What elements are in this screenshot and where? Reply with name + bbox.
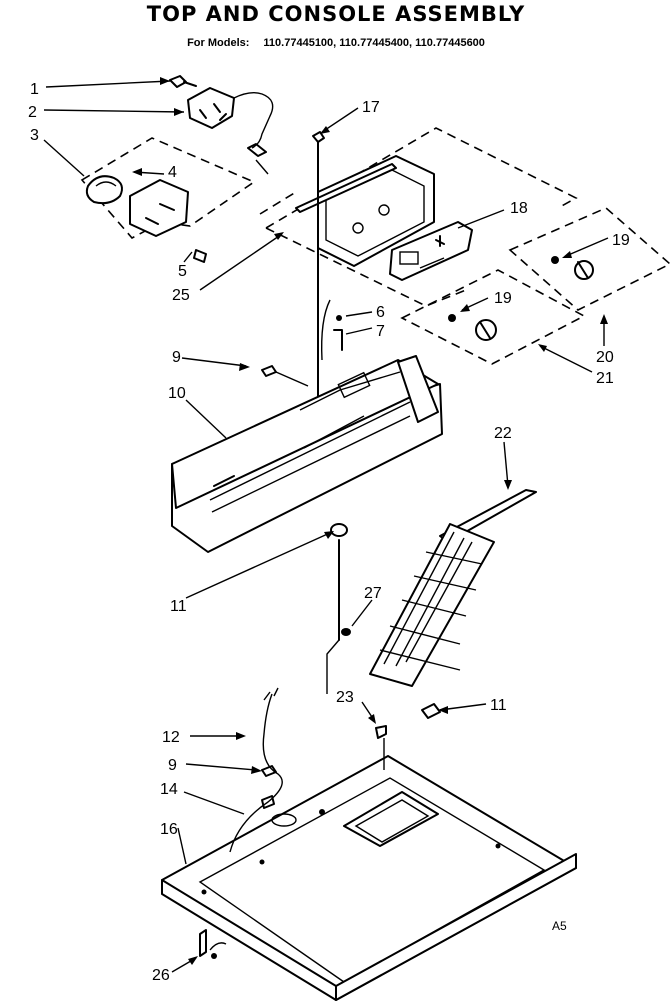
callout-label: 9 — [172, 349, 181, 366]
callout-label: 4 — [168, 164, 177, 181]
callout-label: 14 — [160, 781, 178, 798]
callout-label: 12 — [162, 729, 180, 746]
top-panel-part — [161, 755, 577, 1001]
callout-label: 3 — [30, 127, 39, 144]
model-number: 110.77445100, — [263, 37, 337, 49]
callout-label: 19 — [612, 232, 630, 249]
screw-part — [261, 299, 343, 387]
console-part — [171, 355, 443, 553]
callout-label: 20 — [596, 349, 614, 366]
callout-label: 25 — [172, 287, 190, 304]
leader-lines — [43, 77, 609, 973]
diagram-title: TOP AND CONSOLE ASSEMBLY — [146, 2, 526, 26]
callout-label: 7 — [376, 323, 385, 340]
wire-harness-part — [199, 687, 441, 959]
lint-filter-part — [369, 489, 537, 687]
callout-label: 18 — [510, 200, 528, 217]
callout-label: 17 — [362, 99, 380, 116]
callout-label: 5 — [178, 263, 187, 280]
model-number: 110.77445400, — [339, 37, 413, 49]
callout-label: 16 — [160, 821, 178, 838]
switch-assembly-part — [169, 75, 274, 175]
callout-label: 23 — [336, 689, 354, 706]
callout-label: 27 — [364, 585, 382, 602]
control-panel-part — [259, 127, 578, 307]
callout-label: 2 — [28, 104, 37, 121]
callout-labels: 1 2 3 4 5 25 17 18 19 19 20 21 6 7 9 10 … — [28, 81, 630, 984]
model-number: 110.77445600 — [415, 37, 485, 49]
callout-label: 26 — [152, 967, 170, 984]
callout-label: 22 — [494, 425, 512, 442]
knob-dashed-group — [508, 207, 672, 311]
callout-label: 19 — [494, 290, 512, 307]
model-list: For Models: 110.77445100, 110.77445400, 1… — [0, 37, 672, 49]
callout-label: 1 — [30, 81, 39, 98]
callout-label: 11 — [490, 697, 507, 714]
callout-label: 6 — [376, 304, 385, 321]
knob-dashed-group — [400, 269, 586, 365]
screw-part — [312, 131, 325, 425]
grommet-part — [326, 523, 351, 694]
callout-label: 11 — [170, 598, 187, 615]
motor-switch-dashed-group — [80, 137, 256, 263]
models-prefix: For Models: — [187, 37, 250, 49]
diagram-code: A5 — [552, 919, 567, 933]
callout-label: 10 — [168, 385, 186, 402]
callout-label: 21 — [596, 370, 614, 387]
callout-label: 9 — [168, 757, 177, 774]
